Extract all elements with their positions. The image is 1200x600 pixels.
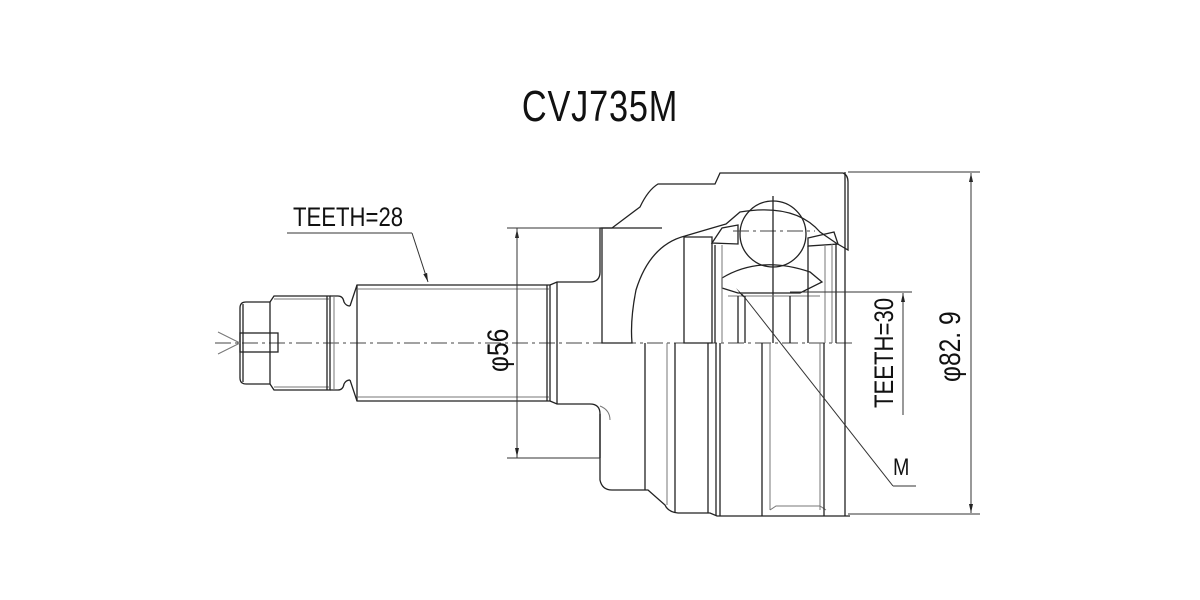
outer-spline-leader bbox=[287, 232, 429, 283]
thread-marker-label: M bbox=[893, 453, 909, 480]
housing-section bbox=[601, 172, 849, 344]
dimension-shaft-diameter bbox=[507, 227, 600, 459]
outer-housing bbox=[599, 172, 850, 517]
outer-spline-teeth-label: TEETH=28 bbox=[293, 203, 403, 233]
dimension-housing-diameter bbox=[848, 171, 980, 515]
spline-shaft bbox=[349, 227, 662, 458]
thread-marker-leader bbox=[741, 293, 916, 487]
shaft-diameter-label: φ56 bbox=[481, 329, 515, 372]
inner-spline-teeth-label: TEETH=30 bbox=[870, 298, 900, 408]
inner-spline-dimension bbox=[790, 291, 912, 415]
stub-end bbox=[217, 295, 351, 391]
housing-diameter-label: φ82. 9 bbox=[933, 311, 967, 382]
part-number-title: CVJ735M bbox=[521, 82, 679, 131]
